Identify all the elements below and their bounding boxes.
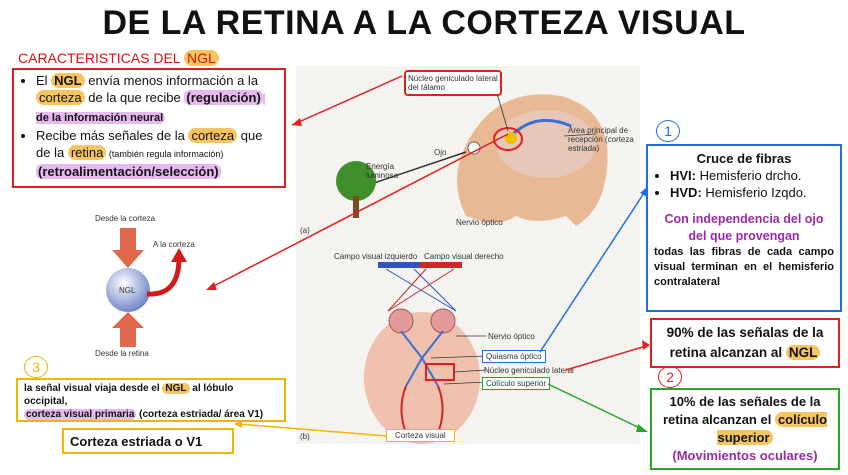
energia-label: Energía luminosa [366,162,399,180]
ngl-characteristics-box: El NGL envía menos información a la cort… [12,68,286,188]
cortex-arrow [509,118,572,138]
b2-text-2: que de la [36,128,263,160]
b2-text-1: Recibe más señales de la [36,128,189,143]
bullet-2: Recibe más señales de la corteza que de … [36,127,280,180]
b1-text-1: El [36,73,52,88]
signal-text-2: al lóbulo occipital, [24,383,234,407]
b2-corteza: corteza [188,128,238,143]
visual-signal-box: la señal visual viaja desde el NGL al ló… [16,378,286,422]
right-field-bar [420,262,462,268]
arrow-to-yellow-box [237,423,387,437]
coliculo-10-box: 10% de las señales de la retina alcanzan… [650,388,840,470]
signal-cvp: corteza visual primaria [24,409,137,420]
ngl-90-text: 90% de las señalas de la retina alcanzan… [666,325,824,360]
nucleo-top-label: Núcleo geniculado lateral del tálamo [404,70,502,96]
signal-text-3: (corteza estriada/ área V1) [136,409,264,420]
bullet-1: El NGL envía menos información a la cort… [36,72,280,127]
lgn-highlight [493,127,523,151]
quiasma-label: Quiasma óptico [482,350,546,363]
ngl-circle [106,268,150,312]
pointer-quiasma [430,355,487,359]
figure-label-b: (b) [300,432,310,441]
arrow-to-left-box [291,75,403,126]
arrow-to-blue-box [539,189,647,353]
b1-ngl: NGL [51,73,85,88]
number-2-badge: 2 [658,366,682,388]
nervio-optico-top-label: Nervio óptico [456,218,503,227]
from-cortex-arrow [112,228,144,268]
arrow-to-green-box [547,383,645,431]
number-3-badge: 3 [24,356,48,378]
corteza-visual-label: Corteza visual [386,429,455,442]
arrow-to-red-box [565,345,647,371]
tree-crown [336,161,376,201]
ngl-flow-svg [106,228,187,347]
anatomy-figure: (a) (b) Núcleo geniculado lateral del tá… [296,66,640,444]
anatomy-svg [336,89,608,444]
b2-retina: retina [67,145,107,160]
lgn-dot [505,132,517,144]
campo-der-label: Campo visual derecho [424,252,504,261]
page-title: DE LA RETINA A LA CORTEZA VISUAL [102,4,746,42]
light-ray [370,151,467,185]
fiber-crossing-box: Cruce de fibras HVI: Hemisferio drcho. H… [646,144,842,312]
right-eyeball [430,308,456,334]
from-cortex-label: Desde la corteza [95,214,156,223]
movimientos-text: (Movimientos oculares) [672,448,818,463]
hvi-text: Hemisferio drcho. [696,168,802,183]
left-eyeball [388,308,414,334]
pointer-nucleo [453,369,487,373]
hvi-bold: HVI: [670,168,696,183]
ngl-circle-label: NGL [119,286,136,295]
b1-text-3: de la que recibe [84,90,185,105]
brain-bottom [364,312,480,444]
left-field-bar [378,262,420,268]
independence-text: Con independencia del ojo del que proven… [664,212,824,243]
coliculo-10-text: 10% de las señales de la retina alcanzan… [662,394,821,427]
subtitle-ngl: NGL [183,50,219,66]
nervio-optico-label: Nervio óptico [488,332,535,341]
number-1-badge: 1 [656,120,680,142]
ojo-label: Ojo [434,148,447,157]
fiber-crossing-heading: Cruce de fibras [696,151,792,166]
ray-3 [387,268,427,312]
b2-retroalimentacion: (retroalimentación/selección) [36,164,221,179]
hvd-item: HVD: Hemisferio Izqdo. [670,184,834,201]
ray-4 [387,268,455,312]
tree-trunk [353,196,359,218]
ngl-90-ngl: NGL [785,345,821,360]
contralateral-text: todas las fibras de cada campo visual te… [654,246,834,288]
hvi-item: HVI: Hemisferio drcho. [670,167,834,184]
b1-regulacion: (regulación) [184,90,263,105]
hvd-bold: HVD: [670,185,702,200]
from-retina-arrow [112,312,144,347]
pointer-coliculo [443,381,487,385]
to-cortex-label: A la corteza [153,240,195,249]
from-retina-label: Desde la retina [95,349,149,358]
pointer-nucleo-top [495,89,509,132]
ray-2 [413,268,457,312]
area-principal-label: Área principal de recepción (corteza est… [568,126,634,153]
b1-corteza: corteza [36,90,85,105]
ngl-characteristics-subtitle: CARACTERISTICAS DEL NGL [18,50,219,66]
optic-chiasm [400,330,444,387]
arrow-to-ngl-diagram [209,133,509,289]
figure-label-a: (a) [300,226,310,235]
signal-text-1: la señal visual viaja desde el [24,383,163,394]
subtitle-text: CARACTERISTICAS DEL [18,50,184,66]
signal-ngl: NGL [162,383,190,394]
b1-text-2: envía menos información a la [84,73,259,88]
ngl-90-box: 90% de las señalas de la retina alcanzan… [650,318,840,368]
b2-text-3: (también regula información) [106,149,224,159]
corteza-v1-box: Corteza estriada o V1 [62,428,234,454]
ngl-flow-diagram: Desde la corteza A la corteza NGL Desde … [95,210,205,360]
pointer-area [563,133,597,137]
hvd-text: Hemisferio Izqdo. [701,185,807,200]
to-cortex-arrow [146,257,182,297]
campo-izq-label: Campo visual izquierdo [334,252,418,261]
coliculo-label: Colículo superior [482,377,551,390]
nucleo-label: Núcleo geniculado lateral [484,366,574,375]
